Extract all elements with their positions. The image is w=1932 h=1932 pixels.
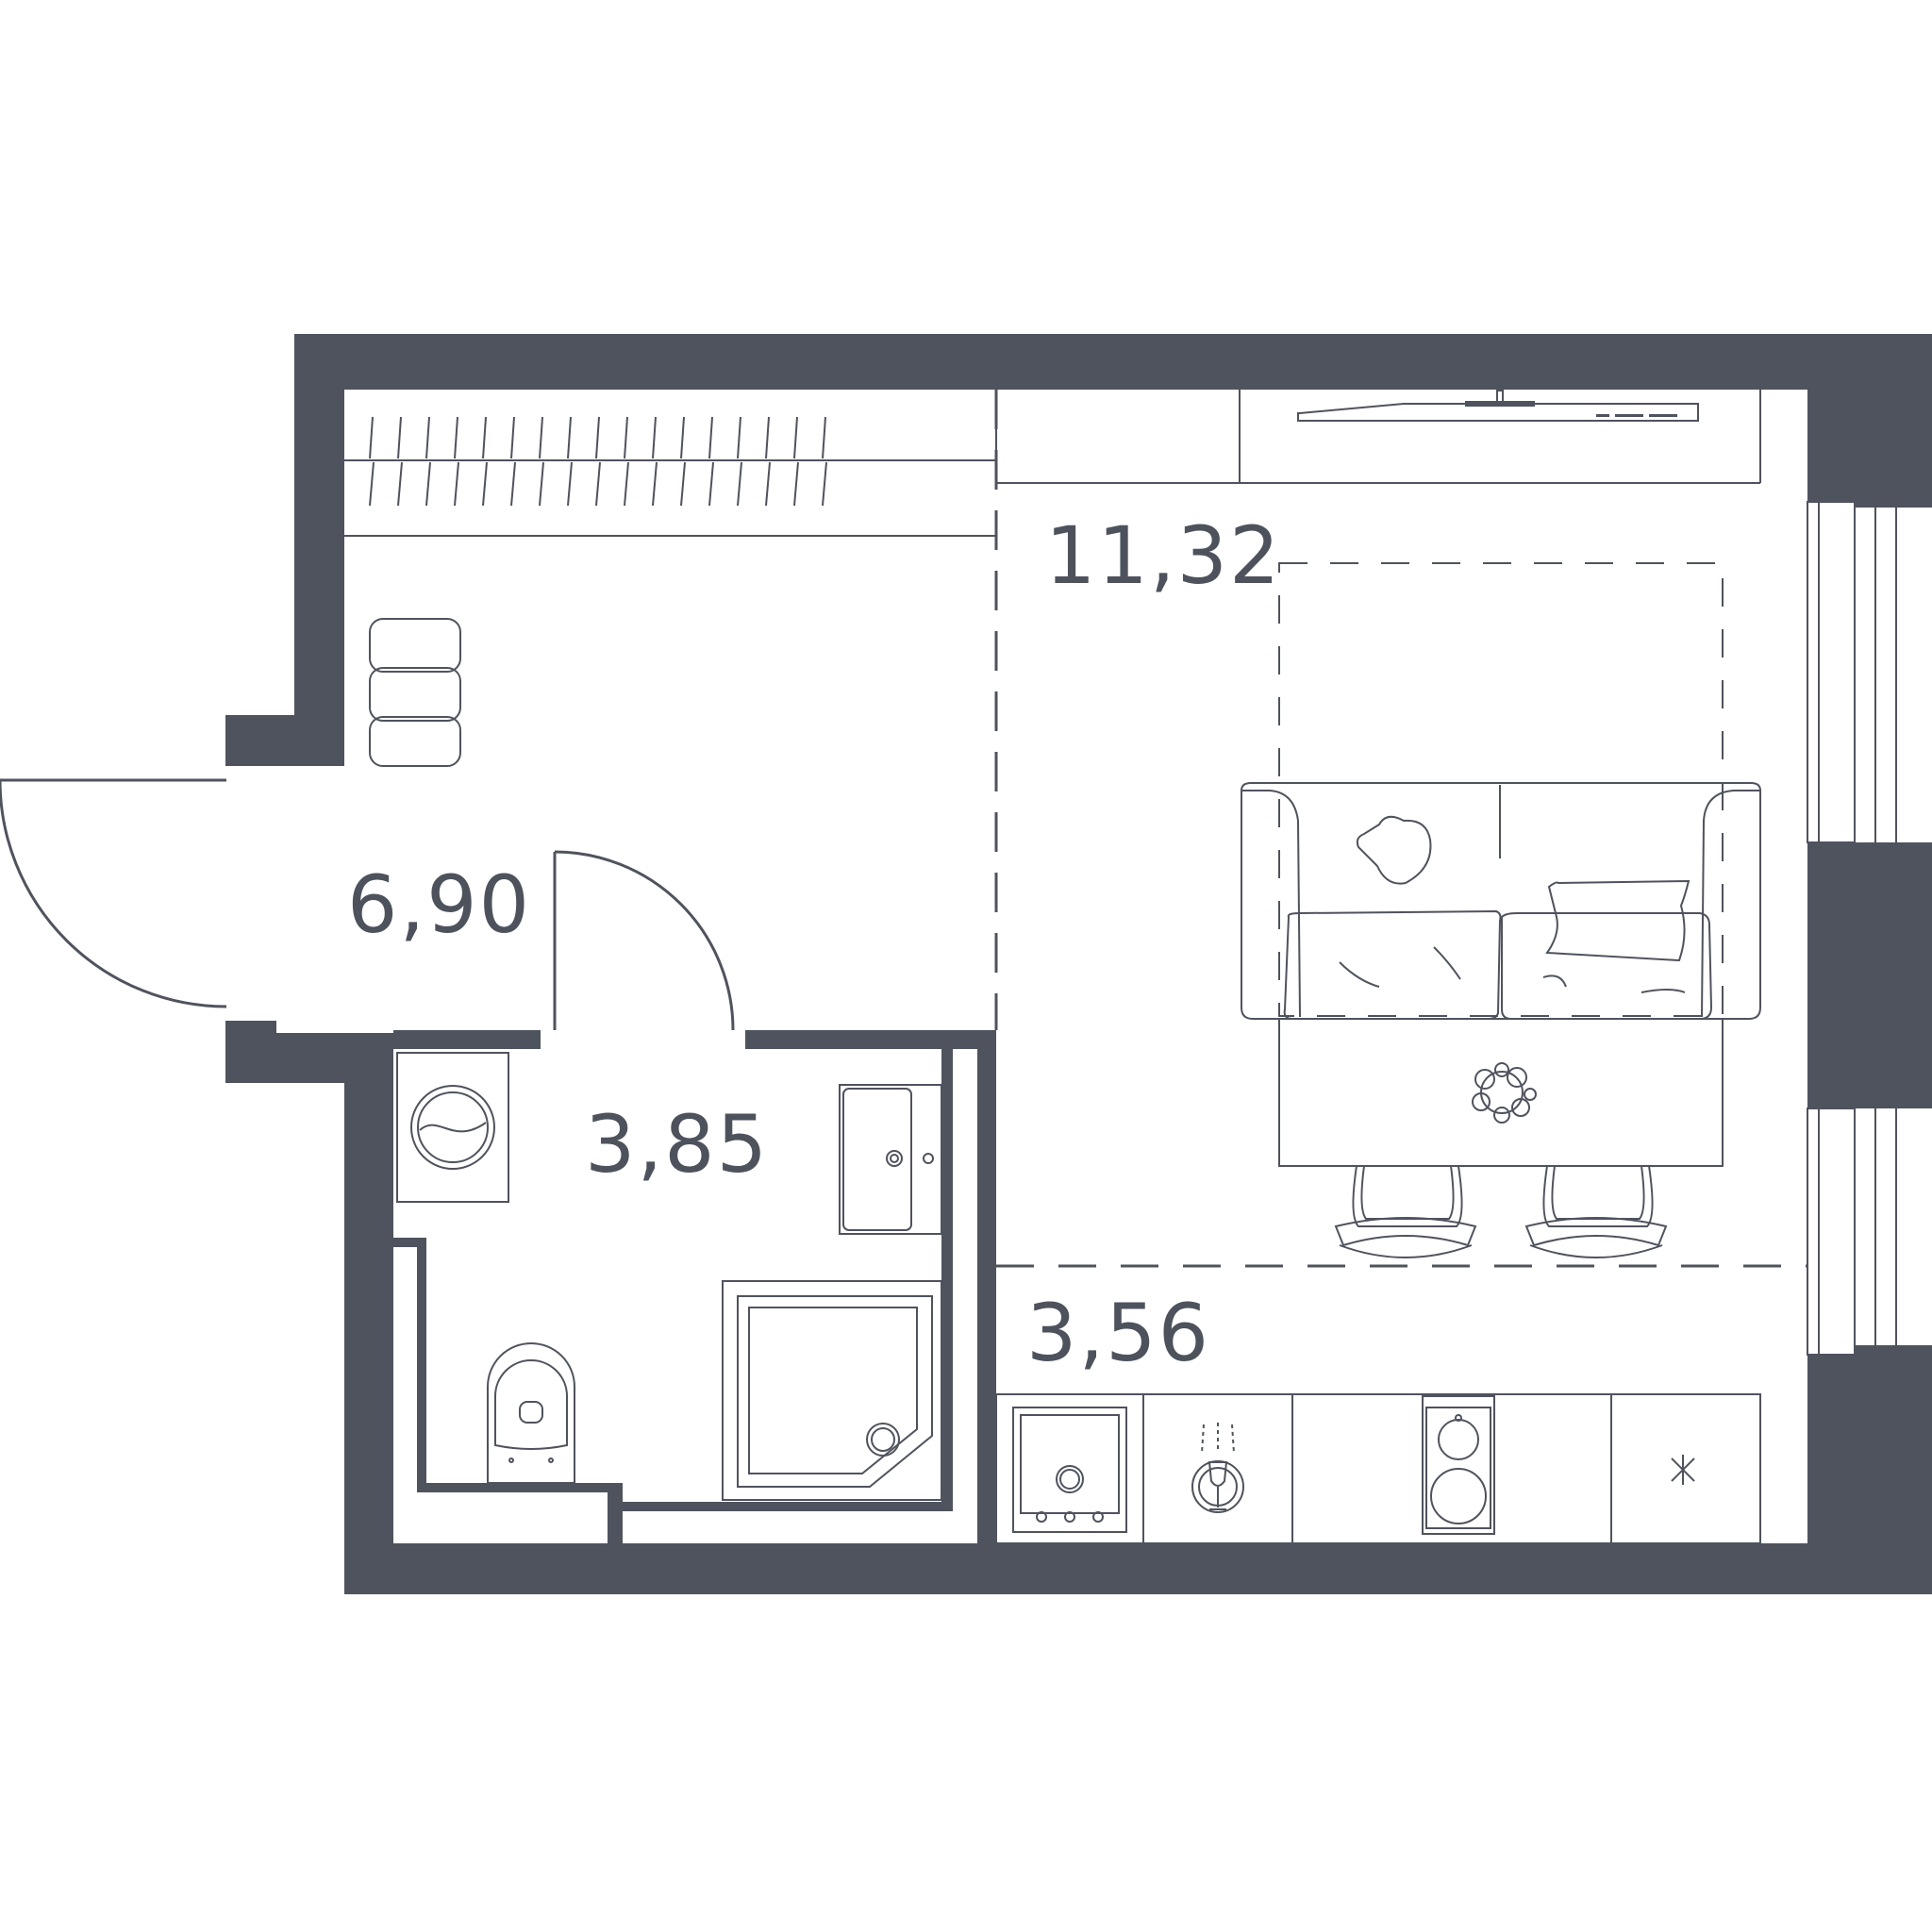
tv-icon — [995, 390, 1761, 484]
hanger-icon — [737, 461, 742, 507]
hanger-icon — [369, 461, 375, 507]
hanger-icon — [454, 416, 458, 459]
chair-icon — [1524, 1165, 1668, 1258]
kitchen-counter — [995, 1393, 1761, 1544]
chair-icon — [1334, 1165, 1477, 1258]
hanger-icon — [708, 416, 713, 459]
hanger-icon — [482, 461, 488, 507]
hanger-icon — [482, 416, 487, 459]
hanger-icon — [510, 461, 516, 507]
dining-table-icon — [1278, 1018, 1724, 1167]
hanger-icon — [793, 416, 798, 459]
hangers — [369, 416, 827, 507]
hanger-icon — [425, 416, 430, 459]
hanger-icon — [567, 461, 573, 507]
hanger-icon — [567, 416, 572, 459]
hanger-icon — [369, 416, 374, 459]
kitchen-sink-icon — [1191, 1423, 1244, 1513]
hanger-icon — [595, 416, 600, 459]
hanger-icon — [624, 461, 629, 507]
hanger-icon — [822, 461, 827, 507]
window-icon — [1807, 501, 1897, 1356]
hanger-icon — [652, 461, 658, 507]
sink-icon — [839, 1084, 942, 1235]
bathroom-door-icon — [553, 850, 735, 1031]
walls — [225, 334, 1932, 1594]
hanger-icon — [539, 416, 543, 459]
hanger-icon — [539, 461, 544, 507]
bathroom-area-label: 3,85 — [585, 1098, 769, 1191]
hanger-icon — [397, 416, 402, 459]
living-area-label: 11,32 — [1045, 509, 1281, 602]
hanger-icon — [765, 461, 771, 507]
hanger-icon — [680, 416, 685, 459]
washing-machine-icon — [396, 1052, 509, 1203]
wardrobe-icon — [344, 416, 996, 537]
hanger-icon — [652, 416, 657, 459]
hanger-icon — [425, 461, 431, 507]
hob-icon — [1422, 1395, 1495, 1535]
hall-area-label: 6,90 — [347, 858, 531, 951]
plant-icon — [1472, 1062, 1537, 1124]
hanger-icon — [454, 461, 459, 507]
hanger-icon — [595, 461, 601, 507]
ottoman-icon — [369, 618, 461, 767]
entrance-door-icon — [0, 778, 227, 1008]
hanger-icon — [624, 416, 628, 459]
hanger-icon — [737, 416, 741, 459]
hanger-icon — [510, 416, 515, 459]
hanger-icon — [708, 461, 714, 507]
hanger-icon — [397, 461, 403, 507]
hanger-icon — [765, 416, 770, 459]
fold-bed-outline — [1278, 562, 1724, 1017]
shower-tray-icon — [722, 1280, 942, 1501]
kitchen-area-label: 3,56 — [1026, 1287, 1210, 1379]
hanger-icon — [680, 461, 686, 507]
oven-icon — [1012, 1407, 1127, 1533]
toilet-icon — [487, 1342, 575, 1484]
hanger-icon — [793, 461, 799, 507]
hanger-icon — [822, 416, 826, 459]
fridge-icon — [1671, 1455, 1695, 1485]
sofa-icon — [1241, 782, 1761, 1020]
